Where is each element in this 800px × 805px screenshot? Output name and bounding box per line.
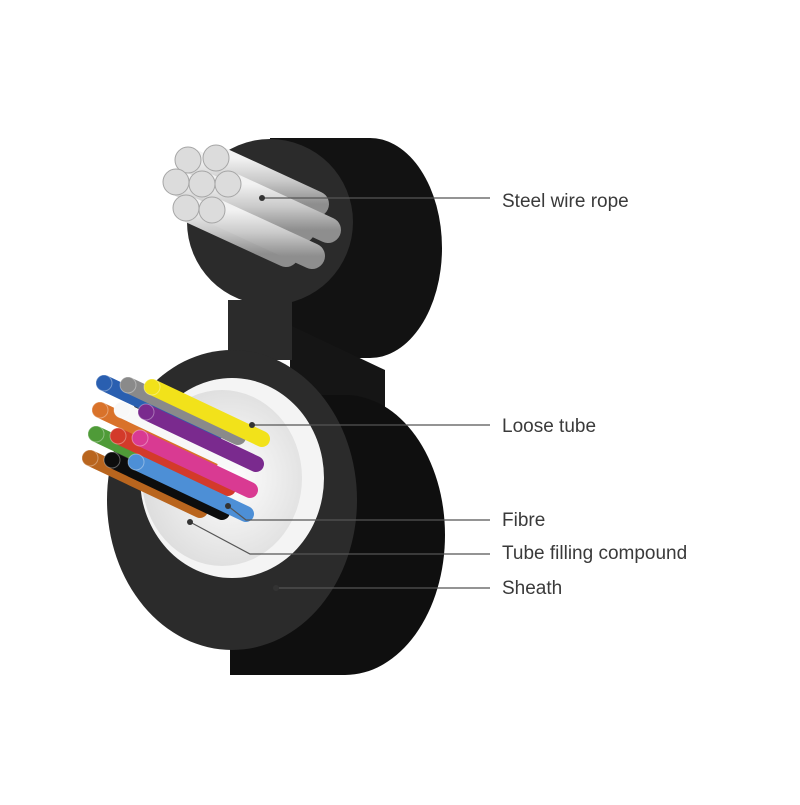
leader-lines xyxy=(187,195,490,591)
steel-wire-strand xyxy=(199,197,325,269)
fibre-end xyxy=(109,427,127,445)
steel-wire-end xyxy=(188,170,216,198)
label-sheath: Sheath xyxy=(502,578,563,599)
steel-wire-end xyxy=(202,144,230,172)
fibre-end xyxy=(81,449,99,467)
leader-fibre xyxy=(227,505,490,521)
steel-wire-end xyxy=(174,146,202,174)
steel-wire-strand xyxy=(215,171,341,243)
steel-wire-strand xyxy=(203,145,329,217)
fibre xyxy=(96,375,222,443)
leader-dot-sheath xyxy=(273,585,279,591)
steel-wire-end xyxy=(172,194,200,222)
fibre-end xyxy=(119,376,137,394)
steel-wire-end xyxy=(214,170,242,198)
label-steel-wire-rope: Steel wire rope xyxy=(502,191,629,212)
steel-wire-end xyxy=(162,168,190,196)
fibre-end xyxy=(103,451,121,469)
fibre xyxy=(132,430,258,498)
fibre xyxy=(144,379,270,447)
fibre-end xyxy=(95,374,113,392)
fibre-end xyxy=(131,429,149,447)
fibre-end xyxy=(113,401,131,419)
fibre-end xyxy=(127,453,145,471)
fibre-end xyxy=(143,378,161,396)
leader-tube-filling-compound xyxy=(189,521,490,555)
fibre xyxy=(114,402,240,470)
fibre xyxy=(104,452,230,520)
label-tube-filling-compound: Tube filling compound xyxy=(502,543,688,564)
leader-dot-loose-tube xyxy=(249,422,255,428)
web-face xyxy=(228,300,292,360)
steel-wire-end xyxy=(198,196,226,224)
fibre-end xyxy=(91,401,109,419)
fibre xyxy=(92,402,218,470)
fibre-end xyxy=(137,403,155,421)
fibre-end xyxy=(87,425,105,443)
steel-wire-rope xyxy=(162,144,341,269)
fibre xyxy=(120,377,246,445)
fibre-bundle xyxy=(81,374,270,522)
label-loose-tube: Loose tube xyxy=(502,416,597,437)
leader-dot-fibre xyxy=(225,503,231,509)
fibre xyxy=(138,404,264,472)
label-fibre: Fibre xyxy=(502,510,546,531)
leader-dot-tube-filling-compound xyxy=(187,519,193,525)
leader-dot-steel-wire-rope xyxy=(259,195,265,201)
